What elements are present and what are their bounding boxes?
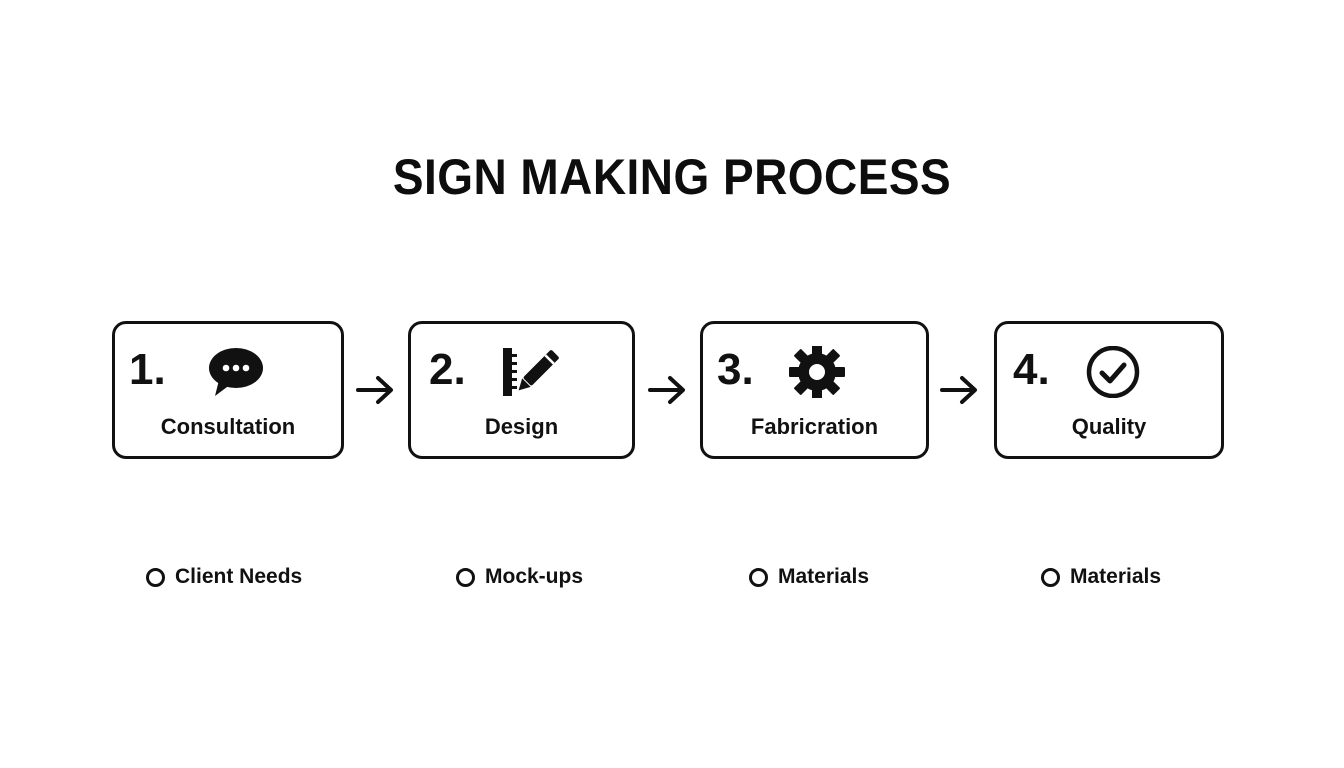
detail-label: Mock-ups [485, 565, 584, 588]
detail-label: Client Needs [175, 565, 303, 588]
step-detail-materials: Materials [749, 565, 869, 589]
gear-icon [787, 346, 847, 398]
step-detail-mockups: Mock-ups [456, 565, 583, 589]
step-label: Quality [1071, 414, 1147, 439]
step-detail-materials-quality: Materials [1041, 565, 1161, 589]
step-fabrication: 3. Fabricration [700, 321, 929, 459]
step-label: Design [484, 414, 559, 439]
diagram-title: SIGN MAKING PROCESS [392, 149, 952, 205]
arrow-right-icon [356, 372, 396, 408]
step-number: 1. [129, 345, 166, 394]
detail-label: Materials [1070, 565, 1162, 588]
step-detail-client-needs: Client Needs [146, 565, 302, 589]
arrow-right-icon [940, 372, 980, 408]
step-consultation: 1. Consultation [112, 321, 344, 459]
step-label: Consultation [160, 414, 296, 439]
step-quality: 4. Quality [994, 321, 1224, 459]
bullet-circle-icon [456, 567, 475, 587]
step-number: 3. [717, 345, 754, 394]
step-label: Fabricration [750, 414, 879, 439]
step-number: 2. [429, 345, 466, 394]
step-number: 4. [1013, 345, 1050, 394]
ruler-pencil-icon [499, 346, 559, 398]
arrow-right-icon [648, 372, 688, 408]
bullet-circle-icon [749, 567, 768, 587]
speech-bubble-icon [205, 346, 265, 398]
detail-label: Materials [778, 565, 870, 588]
bullet-circle-icon [1041, 567, 1060, 587]
step-design: 2. Design [408, 321, 635, 459]
check-circle-icon [1083, 346, 1143, 398]
bullet-circle-icon [146, 567, 165, 587]
